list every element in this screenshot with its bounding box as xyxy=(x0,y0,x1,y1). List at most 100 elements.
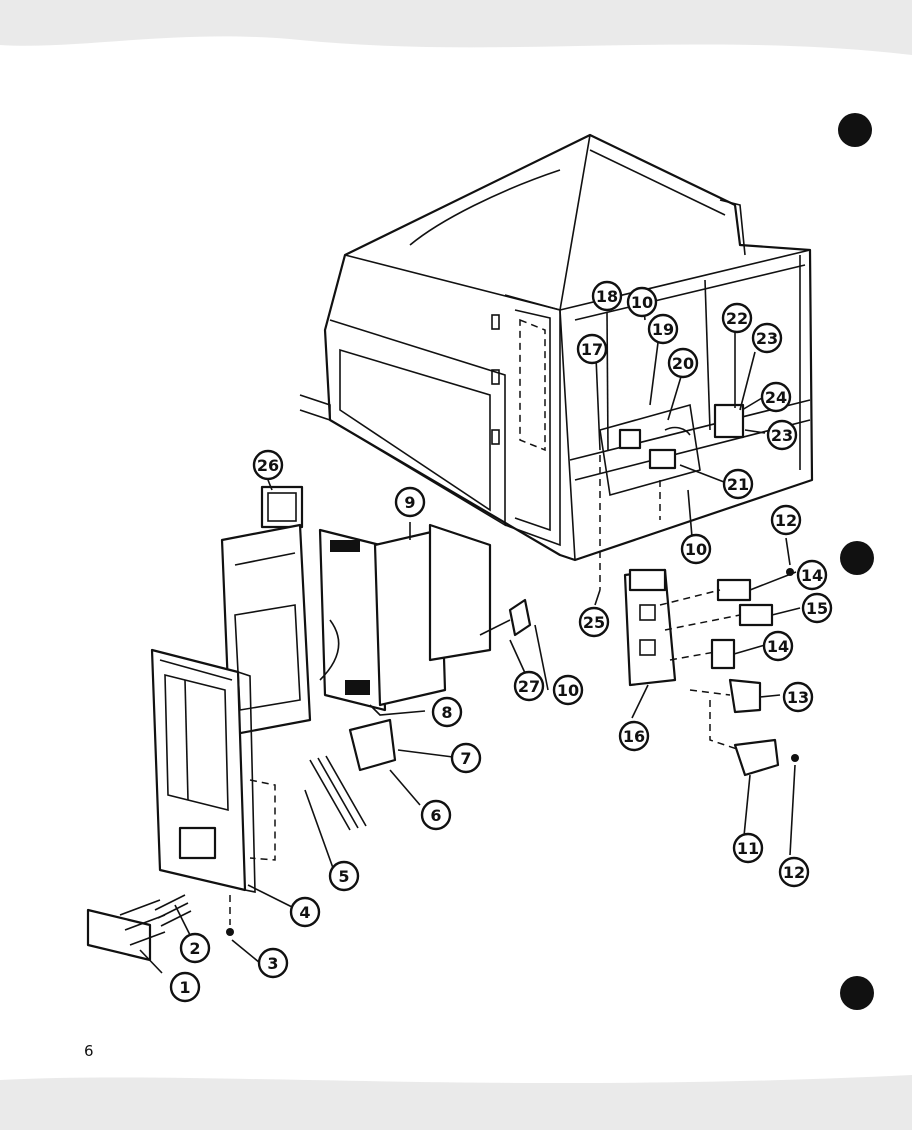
callout-circle xyxy=(766,419,798,451)
callout-15: 15 xyxy=(801,592,833,624)
callout-label: 10 xyxy=(685,540,707,559)
callout-circle xyxy=(552,674,584,706)
callout-label: 10 xyxy=(631,293,653,312)
callout-circle xyxy=(762,630,794,662)
callout-14: 14 xyxy=(796,559,828,591)
callout-27: 27 xyxy=(513,670,545,702)
part-12-screw-lower xyxy=(791,754,799,762)
callout-circle xyxy=(328,860,360,892)
punch-hole-middle xyxy=(840,541,874,575)
callout-3: 3 xyxy=(257,947,289,979)
callout-circle xyxy=(722,468,754,500)
interlock-assembly xyxy=(623,568,799,777)
callout-17: 17 xyxy=(576,333,608,365)
callout-5: 5 xyxy=(328,860,360,892)
callout-23: 23 xyxy=(751,322,783,354)
callout-circle xyxy=(721,302,753,334)
callout-circle xyxy=(420,799,452,831)
callout-circle xyxy=(252,449,284,481)
callout-label: 10 xyxy=(557,681,579,700)
callout-label: 22 xyxy=(726,309,748,328)
part-6-switch xyxy=(348,718,397,772)
callout-circle xyxy=(778,856,810,888)
callout-circle xyxy=(782,681,814,713)
callout-label: 21 xyxy=(727,475,749,494)
callout-label: 5 xyxy=(338,867,349,886)
callout-14: 14 xyxy=(762,630,794,662)
callout-label: 16 xyxy=(623,727,645,746)
callout-10: 10 xyxy=(626,286,658,318)
callout-12: 12 xyxy=(770,504,802,536)
callout-label: 26 xyxy=(257,456,279,475)
callout-label: 2 xyxy=(189,939,200,958)
callout-circle xyxy=(257,947,289,979)
callout-label: 12 xyxy=(775,511,797,530)
callout-circle xyxy=(751,322,783,354)
callout-circle xyxy=(796,559,828,591)
callout-label: 13 xyxy=(787,688,809,707)
part-13-actuator xyxy=(728,678,762,714)
part-1-button xyxy=(86,908,152,962)
page-number: 6 xyxy=(84,1042,94,1060)
callout-label: 9 xyxy=(404,493,415,512)
callout-2: 2 xyxy=(179,932,211,964)
callout-circle xyxy=(578,606,610,638)
callout-label: 17 xyxy=(581,340,603,359)
callout-circle xyxy=(169,971,201,1003)
callout-circle xyxy=(626,286,658,318)
callout-circle xyxy=(732,832,764,864)
callout-label: 12 xyxy=(783,863,805,882)
callout-label: 15 xyxy=(806,599,828,618)
callout-label: 7 xyxy=(460,749,471,768)
callout-8: 8 xyxy=(431,696,463,728)
callout-label: 23 xyxy=(771,426,793,445)
part-14-switch-lower xyxy=(710,638,736,670)
callout-25: 25 xyxy=(578,606,610,638)
callout-10: 10 xyxy=(680,533,712,565)
callout-4: 4 xyxy=(289,896,321,928)
part-3-screw xyxy=(226,928,234,936)
part-2-spring xyxy=(154,894,192,927)
callout-label: 20 xyxy=(672,354,694,373)
part-callouts: 1234567891010101112121314141516171819202… xyxy=(169,280,833,1003)
callout-circle xyxy=(179,932,211,964)
callout-label: 23 xyxy=(756,329,778,348)
callout-label: 24 xyxy=(765,388,787,407)
callout-26: 26 xyxy=(252,449,284,481)
callout-12: 12 xyxy=(778,856,810,888)
callout-circle xyxy=(394,486,426,518)
callout-label: 8 xyxy=(441,703,452,722)
callout-label: 6 xyxy=(430,806,441,825)
callout-label: 25 xyxy=(583,613,605,632)
callout-label: 18 xyxy=(596,287,618,306)
callout-circle xyxy=(667,347,699,379)
callout-circle xyxy=(591,280,623,312)
callout-circle xyxy=(770,504,802,536)
callout-18: 18 xyxy=(591,280,623,312)
callout-circle xyxy=(450,742,482,774)
callout-16: 16 xyxy=(618,720,650,752)
punch-hole-top xyxy=(838,113,872,147)
part-11-latch xyxy=(733,738,780,777)
leader-lines xyxy=(139,301,801,974)
callout-label: 1 xyxy=(179,978,190,997)
callout-23: 23 xyxy=(766,419,798,451)
callout-11: 11 xyxy=(732,832,764,864)
part-4-keypad xyxy=(178,826,217,860)
callout-label: 4 xyxy=(299,903,310,922)
part-15-switch xyxy=(738,603,774,627)
callout-9: 9 xyxy=(394,486,426,518)
cabinet-assembly xyxy=(299,133,814,590)
callout-21: 21 xyxy=(722,468,754,500)
callout-label: 11 xyxy=(737,839,759,858)
callout-13: 13 xyxy=(782,681,814,713)
callout-19: 19 xyxy=(647,313,679,345)
callout-circle xyxy=(680,533,712,565)
callout-6: 6 xyxy=(420,799,452,831)
callout-circle xyxy=(576,333,608,365)
callout-24: 24 xyxy=(760,381,792,413)
part-14-switch-upper xyxy=(716,578,752,602)
